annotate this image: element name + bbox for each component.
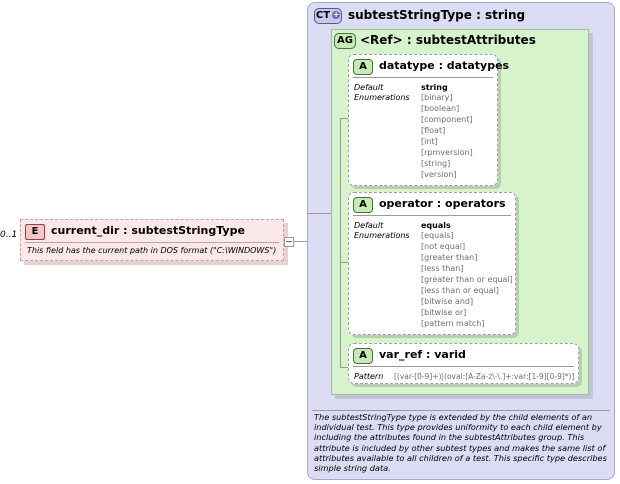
enum-value: [binary]: [421, 93, 453, 102]
attribute-group-badge: AG: [334, 33, 356, 49]
attribute-title: datatype : datatypes: [379, 59, 510, 72]
complex-type-description: The subtestStringType type is extended b…: [314, 412, 607, 474]
enum-value: [version]: [421, 170, 457, 179]
attribute-badge: A: [353, 197, 373, 213]
attribute-title: operator : operators: [379, 197, 506, 210]
default-label: Default: [354, 221, 384, 230]
enum-value: [less than]: [421, 264, 464, 273]
enum-value: [rpmversion]: [421, 148, 473, 157]
connector-line: [340, 367, 348, 368]
enum-value: [bitwise and]: [421, 297, 474, 306]
connector-line: [307, 213, 332, 214]
enum-value: [equals]: [421, 231, 454, 240]
element-current-dir[interactable]: E current_dir : subtestStringType This f…: [20, 219, 284, 261]
divider: [353, 366, 574, 367]
element-documentation: This field has the current path in DOS f…: [27, 246, 277, 255]
attribute-badge: A: [353, 59, 373, 75]
plus-icon: +: [332, 10, 341, 19]
connector-line: [340, 118, 348, 119]
collapse-toggle[interactable]: [284, 237, 294, 247]
complex-type-badge: CT+: [314, 8, 342, 24]
attribute-title: var_ref : varid: [379, 348, 466, 361]
attribute-operator: A operator : operators Default Enumerati…: [348, 192, 516, 335]
connector-line: [340, 118, 341, 368]
enum-value: [greater than]: [421, 253, 478, 262]
enum-value: [less than or equal]: [421, 286, 499, 295]
complex-type-badge-text: CT: [315, 10, 331, 21]
attribute-badge: A: [353, 348, 373, 364]
enum-value: [boolean]: [421, 104, 460, 113]
connector-line: [340, 262, 348, 263]
enumerations-label: Enumerations: [354, 93, 410, 102]
enum-value: [string]: [421, 159, 451, 168]
enum-value: [component]: [421, 115, 473, 124]
element-cardinality: 0..1: [0, 230, 18, 240]
element-badge: E: [25, 224, 45, 240]
divider: [25, 242, 279, 243]
enum-value: [float]: [421, 126, 446, 135]
attribute-var-ref: A var_ref : varid Pattern [(var-[0-9]+)|…: [348, 343, 579, 384]
attribute-group-title: <Ref> : subtestAttributes: [360, 33, 536, 47]
pattern-value: [(var-[0-9]+)|(oval:[A-Za-z\-\.]+:var:[1…: [394, 372, 575, 381]
divider: [353, 77, 493, 78]
enum-value: [pattern match]: [421, 319, 485, 328]
divider: [353, 215, 511, 216]
divider: [312, 410, 610, 411]
enum-value: [bitwise or]: [421, 308, 467, 317]
default-value: equals: [421, 221, 451, 230]
default-value: string: [421, 83, 448, 92]
element-title: current_dir : subtestStringType: [51, 224, 245, 237]
enum-value: [greater than or equal]: [421, 275, 513, 284]
enumerations-label: Enumerations: [354, 231, 410, 240]
connector-line: [292, 241, 307, 242]
attribute-datatype: A datatype : datatypes Default Enumerati…: [348, 54, 509, 186]
pattern-label: Pattern: [354, 372, 384, 381]
enum-value: [not equal]: [421, 242, 466, 251]
enum-value: [int]: [421, 137, 438, 146]
complex-type-title: subtestStringType : string: [348, 8, 526, 22]
default-label: Default: [354, 83, 384, 92]
